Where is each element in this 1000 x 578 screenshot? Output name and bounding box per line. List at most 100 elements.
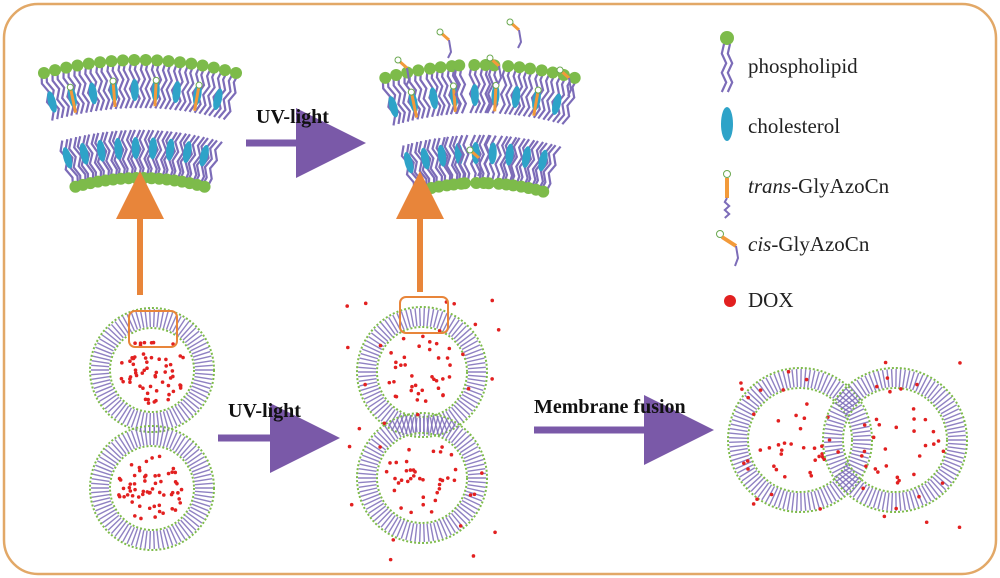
lipid-tail	[191, 136, 206, 185]
released-dox	[915, 382, 919, 387]
vesicle-lipid	[360, 384, 379, 392]
dox-molecule	[862, 423, 867, 427]
vesicle-lipid	[856, 379, 868, 396]
vesicle-lipid	[829, 461, 847, 470]
vesicle-lipid	[463, 450, 481, 460]
vesicle-lipid	[92, 379, 111, 385]
lipid-tail	[440, 66, 451, 116]
vesicle-outer-heads	[356, 412, 488, 544]
released-dox	[415, 412, 420, 417]
vesicle-lipid	[777, 372, 785, 390]
vesicle-lipid	[95, 464, 113, 473]
vesicle-lipid	[104, 330, 120, 344]
dox-molecule	[453, 467, 458, 472]
vesicle-lipid	[921, 378, 932, 395]
lipid-tail	[120, 129, 129, 179]
vesicle-lipid	[448, 425, 460, 441]
lipid-tail	[159, 60, 168, 110]
dox-molecule	[164, 357, 168, 362]
vesicle-inner-heads	[747, 387, 853, 493]
vesicle-lipid	[826, 454, 845, 462]
dox-molecule	[394, 360, 398, 365]
lipid-tail	[435, 67, 446, 116]
dox-molecule	[877, 422, 882, 427]
legend-cis-suffix: -GlyAzoCn	[771, 232, 870, 256]
vesicle-lipid	[824, 441, 843, 443]
dox-molecule	[923, 417, 928, 422]
vesicle-lipid	[820, 374, 829, 392]
cholesterol	[62, 147, 73, 169]
vesicle-lipid	[186, 512, 203, 524]
vesicle-lipid	[126, 408, 136, 426]
azo-head	[66, 83, 74, 91]
vesicle-lipid	[881, 369, 887, 388]
vesicle-lipid	[448, 515, 460, 531]
lipid-tail	[217, 71, 235, 119]
lipid-tail	[486, 64, 495, 114]
vesicle-lipid	[461, 340, 479, 351]
vesicle-lipid	[824, 447, 843, 453]
vesicle-lipid	[168, 432, 178, 450]
released-dox	[876, 470, 880, 474]
azo-head	[195, 81, 203, 89]
vesicle-inner-heads	[376, 432, 468, 524]
vesicle-lipid	[156, 309, 160, 328]
vesicle-lipid	[139, 427, 145, 446]
vesicle-lipid	[156, 530, 160, 549]
cis-glyazocn-icon	[720, 235, 738, 248]
released-dox	[808, 470, 812, 475]
cis-tail	[477, 157, 483, 177]
cholesterol	[437, 144, 447, 167]
vesicle-lipid	[828, 457, 846, 466]
vesicle-lipid	[380, 322, 394, 338]
vesicle-lipid	[144, 309, 148, 328]
vesicle-lipid	[823, 376, 833, 394]
vesicle-lipid	[934, 474, 950, 487]
released-dox	[940, 481, 945, 485]
dox-molecule	[813, 458, 818, 462]
released-dox	[899, 387, 903, 391]
cholesterol	[96, 139, 106, 162]
vesicle-lipid	[194, 493, 213, 499]
dox-molecule	[434, 378, 439, 383]
cholesterol	[131, 137, 140, 160]
vesicle-lipid	[191, 346, 209, 355]
vesicle-lipid	[829, 483, 841, 500]
vesicle-lipid	[186, 334, 203, 346]
vesicle-lipid	[829, 410, 847, 419]
vesicle-lipid	[192, 350, 211, 358]
dox-molecule	[389, 351, 393, 355]
vesicle-lipid	[162, 411, 169, 430]
vesicle-lipid	[114, 439, 127, 455]
vesicle-lipid	[409, 308, 415, 327]
dox-molecule	[161, 511, 165, 516]
lipid-head	[537, 185, 550, 198]
released-dox	[782, 441, 787, 445]
released-dox	[382, 421, 387, 426]
vesicle-lipid	[95, 346, 113, 355]
lipid-head	[151, 54, 164, 67]
dox-molecule	[121, 486, 126, 491]
lipid-tail	[499, 135, 509, 185]
released-dox	[885, 376, 890, 380]
lipid-tail	[125, 129, 134, 179]
lipid-tail	[556, 76, 574, 124]
vesicle-lipid	[782, 491, 788, 510]
vesicle-lipid	[761, 484, 773, 501]
released-dox	[429, 510, 434, 514]
vesicle-lipid	[101, 512, 118, 524]
lipid-tail	[100, 61, 111, 111]
vesicle-lipid	[384, 425, 396, 441]
lipid-tail	[102, 131, 113, 180]
vesicle-lipid	[177, 403, 190, 419]
vesicle-lipid	[99, 391, 116, 402]
vesicle-lipid	[188, 456, 205, 467]
vesicle-lipid	[191, 503, 209, 512]
vesicle-lipid	[824, 444, 843, 448]
cholesterol	[403, 152, 414, 174]
vesicle-lipid	[186, 394, 203, 406]
vesicle-lipid	[824, 427, 843, 433]
vesicle-lipid	[392, 518, 402, 536]
vesicle-lipid	[159, 530, 165, 549]
